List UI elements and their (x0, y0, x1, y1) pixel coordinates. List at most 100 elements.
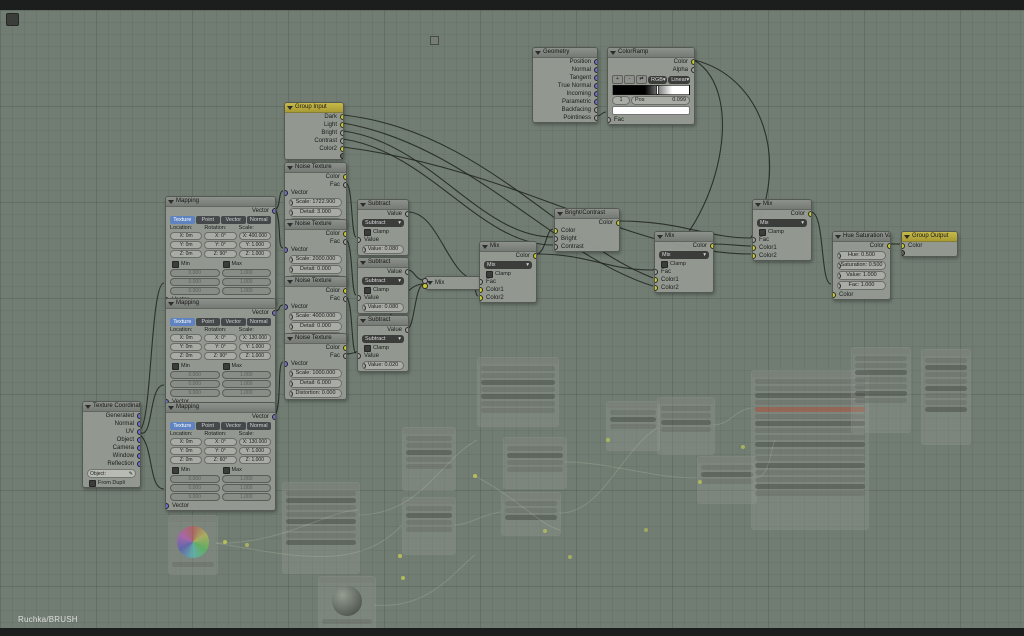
scale-z-field[interactable]: Z: 1.000 (238, 352, 271, 360)
scale-field[interactable]: Scale: 1722.900 (289, 198, 342, 207)
blend-mode-dropdown[interactable]: Mix▾ (757, 219, 807, 227)
editor-type-icon[interactable] (6, 13, 19, 26)
socket-detail[interactable] (290, 209, 293, 216)
collapse-arrow-icon[interactable] (287, 106, 293, 110)
socket-vector[interactable] (285, 361, 288, 367)
socket-fac[interactable] (753, 237, 756, 243)
node-header[interactable]: Mix (753, 200, 811, 210)
socket-color-out[interactable] (887, 243, 890, 249)
scale-z-field[interactable]: Z: 1.000 (238, 250, 271, 258)
socket-color[interactable] (343, 345, 346, 351)
ramp-stop-marker[interactable] (657, 86, 659, 94)
socket-scale[interactable] (290, 370, 293, 377)
stop-color-swatch[interactable] (612, 106, 690, 115)
checkbox-icon[interactable] (364, 228, 371, 236)
socket-fac[interactable] (343, 296, 346, 302)
checkbox-icon[interactable] (222, 466, 230, 474)
scale-y-field[interactable]: Y: 1.000 (238, 343, 271, 351)
blend-mode-dropdown[interactable]: Mix▾ (659, 251, 709, 259)
socket-color2[interactable] (340, 146, 343, 152)
detail-field[interactable]: Detail: 3.000 (289, 208, 342, 217)
socket-dark[interactable] (340, 114, 343, 120)
loc-y-field[interactable]: Y: 0m (170, 447, 203, 455)
node-header[interactable]: Hue Saturation Value (833, 232, 890, 242)
socket-color-in[interactable] (902, 243, 905, 249)
socket-vector[interactable] (285, 190, 288, 196)
socket-color[interactable] (343, 288, 346, 294)
node-group-output[interactable]: Group Output Color (901, 231, 958, 257)
socket-vector[interactable] (285, 304, 288, 310)
tab-texture[interactable]: Texture (170, 318, 195, 326)
tab-texture[interactable]: Texture (170, 422, 195, 430)
value-field[interactable]: Value: 0.080 (362, 303, 404, 312)
socket-camera[interactable] (137, 445, 140, 451)
socket-object[interactable] (137, 437, 140, 443)
interpolation-dropdown[interactable]: Linear▾ (668, 75, 690, 84)
hue-field[interactable]: Hue: 0.500 (837, 251, 886, 260)
socket-uv[interactable] (137, 429, 140, 435)
tab-normal[interactable]: Normal (246, 422, 271, 430)
socket-color-out[interactable] (691, 59, 694, 65)
socket-pointiness[interactable] (594, 115, 597, 121)
rot-x-field[interactable]: X: 0° (204, 438, 237, 446)
socket-value2-in[interactable] (363, 362, 366, 369)
socket-normal[interactable] (137, 421, 140, 427)
eyedropper-icon[interactable]: ✎ (128, 470, 133, 477)
checkbox-icon[interactable] (172, 260, 179, 268)
stop-index-stepper[interactable]: 1 (612, 96, 630, 105)
tab-point[interactable]: Point (195, 216, 220, 224)
node-colorramp[interactable]: ColorRamp Color Alpha + - ⇄ RGB▾ Linear▾… (607, 47, 695, 125)
min-checkbox[interactable]: Min (170, 362, 221, 370)
rot-z-field[interactable]: Z: 60° (204, 456, 237, 464)
node-header[interactable]: Bright/Contrast (555, 209, 619, 219)
collapse-arrow-icon[interactable] (657, 235, 663, 239)
blend-mode-dropdown[interactable]: Mix▾ (484, 261, 532, 269)
checkbox-icon[interactable] (486, 270, 493, 278)
distortion-field[interactable]: Distortion: 0.000 (289, 389, 342, 398)
socket-scale[interactable] (290, 313, 293, 320)
socket-value-out[interactable] (405, 327, 408, 333)
value-field[interactable]: Value: 0.080 (362, 245, 404, 254)
socket-color2[interactable] (480, 295, 483, 301)
checkbox-icon[interactable] (172, 362, 179, 370)
collapse-arrow-icon[interactable] (427, 281, 433, 285)
rot-y-field[interactable]: Y: 0° (204, 343, 237, 351)
node-header[interactable]: Mix (480, 242, 536, 252)
collapse-arrow-icon[interactable] (535, 51, 541, 55)
socket-contrast[interactable] (340, 138, 343, 144)
scale-y-field[interactable]: Y: 1.000 (238, 241, 271, 249)
loc-z-field[interactable]: Z: 0m (170, 250, 203, 258)
socket-vector-out[interactable] (272, 208, 275, 214)
clamp-checkbox[interactable]: Clamp (358, 286, 408, 294)
checkbox-icon[interactable] (172, 466, 179, 474)
min-checkbox[interactable]: Min (170, 260, 221, 268)
socket-color-out[interactable] (710, 243, 713, 249)
collapse-arrow-icon[interactable] (360, 319, 366, 323)
max-checkbox[interactable]: Max (221, 466, 272, 474)
socket-fac[interactable] (838, 282, 841, 289)
node-header[interactable]: Subtract (358, 258, 408, 268)
socket-tangent[interactable] (594, 75, 597, 81)
rot-z-field[interactable]: Z: 90° (204, 352, 237, 360)
socket-hue[interactable] (838, 252, 841, 259)
delete-stop-button[interactable]: - (624, 75, 635, 84)
socket-true-normal[interactable] (594, 83, 597, 89)
tab-vector[interactable]: Vector (221, 318, 246, 326)
socket-value2-in[interactable] (363, 304, 366, 311)
checkbox-icon[interactable] (222, 260, 230, 268)
socket-detail[interactable] (290, 266, 293, 273)
node-mix-3[interactable]: Mix Color Mix▾ Clamp Fac Color1 Color2 (752, 199, 812, 261)
from-dupli-checkbox[interactable]: From Dupli (83, 479, 140, 487)
socket-value-out[interactable] (405, 269, 408, 275)
flip-button[interactable]: ⇄ (636, 75, 647, 84)
clamp-checkbox[interactable]: Clamp (480, 270, 536, 278)
socket-color-out[interactable] (808, 211, 811, 217)
clamp-checkbox[interactable]: Clamp (358, 344, 408, 352)
socket-color-in[interactable] (833, 292, 836, 298)
node-header[interactable]: Mapping (166, 403, 275, 413)
node-header[interactable]: Subtract (358, 316, 408, 326)
tab-vector[interactable]: Vector (221, 216, 246, 224)
loc-x-field[interactable]: X: 0m (170, 334, 203, 342)
add-stop-button[interactable]: + (612, 75, 623, 84)
